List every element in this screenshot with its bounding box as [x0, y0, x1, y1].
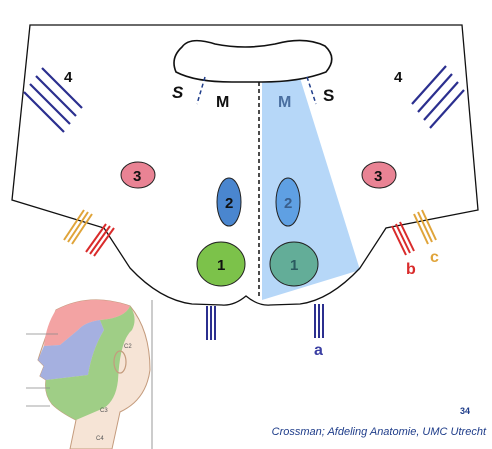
- nerve-blue-left: [206, 306, 216, 340]
- label-2-right: 2: [284, 195, 292, 212]
- inset-label-c4: C4: [96, 436, 104, 442]
- inset-label-c3: C3: [100, 408, 108, 414]
- label-4-left: 4: [64, 69, 73, 86]
- label-1-right: 1: [290, 257, 298, 274]
- hatch-4-right: [411, 65, 465, 129]
- head-dermatome-inset: C2 C3 C4: [26, 299, 153, 449]
- label-2-left: 2: [225, 195, 233, 212]
- ellipse-3-left: [120, 161, 156, 189]
- ellipse-2-left: [216, 177, 242, 227]
- label-a: a: [314, 342, 323, 359]
- label-s-right: S: [323, 86, 334, 105]
- hatch-4-left: [23, 67, 83, 133]
- nerve-blue-right: [314, 304, 324, 338]
- credit-line: Crossman; Afdeling Anatomie, UMC Utrecht: [271, 426, 486, 438]
- ellipse-3-right: [361, 161, 397, 189]
- nerve-orange-left: [63, 209, 93, 245]
- label-m-left: M: [216, 94, 229, 111]
- label-c: c: [430, 249, 439, 266]
- dashed-line-right: [306, 76, 317, 105]
- dermatome-v2: [38, 320, 104, 380]
- label-4-right: 4: [394, 69, 403, 86]
- label-3-left: 3: [133, 168, 141, 185]
- dermatome-v3: [45, 306, 135, 420]
- label-m-right: M: [278, 94, 291, 111]
- label-b: b: [406, 261, 416, 278]
- ellipse-1-right: [269, 241, 319, 287]
- page-number: 34: [459, 406, 470, 416]
- ellipse-2-right: [275, 177, 301, 227]
- nerve-red-left: [85, 223, 115, 257]
- label-3-right: 3: [374, 168, 382, 185]
- inset-label-c2: C2: [124, 344, 132, 350]
- label-1-left: 1: [217, 257, 225, 274]
- dermatome-v1: [44, 299, 130, 346]
- ellipse-1-left: [196, 241, 246, 287]
- section-outline: [11, 24, 479, 306]
- label-s-left: S: [172, 83, 184, 102]
- dashed-line-left: [196, 76, 206, 105]
- central-canal: [173, 39, 333, 83]
- ear-icon: [113, 350, 127, 374]
- nerve-orange-right: [413, 209, 437, 245]
- nerve-red-right: [391, 221, 415, 256]
